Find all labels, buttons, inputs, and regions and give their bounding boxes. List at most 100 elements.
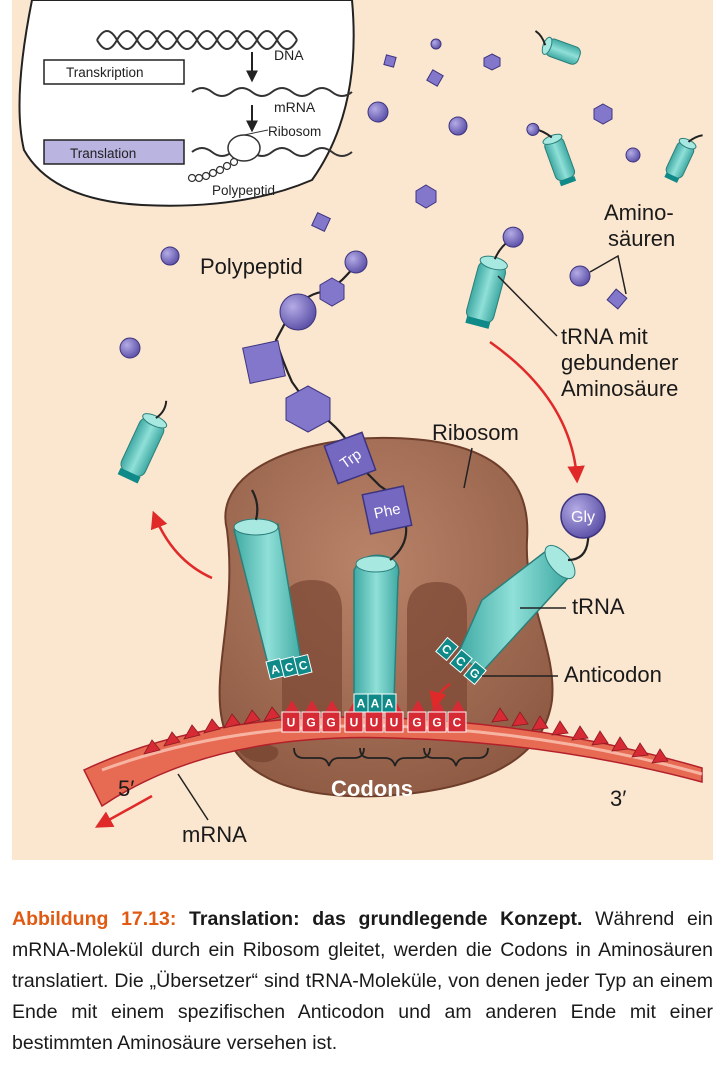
codon-base: U	[281, 711, 301, 733]
mrna-backbone-teeth	[143, 706, 669, 764]
amino-acid-hexagon	[593, 103, 613, 125]
inset-mrna-label: mRNA	[274, 99, 316, 115]
codon-base-letter: G	[306, 716, 315, 730]
anticodon-middle-base: A	[381, 693, 397, 713]
polypeptide-hexagon	[319, 277, 345, 307]
ribosome-leader	[463, 447, 473, 489]
gly-residue: Gly	[560, 493, 606, 539]
released-trna	[117, 400, 168, 484]
trna-with-amino-acid	[465, 226, 524, 329]
trna-a-site: CCG	[435, 517, 590, 686]
free-amino-acids	[119, 38, 641, 359]
anticodon-middle-base-letter: A	[371, 697, 380, 711]
mrna-leader	[177, 773, 209, 821]
figure-caption: Abbildung 17.13: Translation: das grundl…	[12, 904, 713, 1059]
anticodon-label: Anticodon	[564, 662, 662, 687]
translation-diagram: DNA Transkription mRNA Ribosom Translati…	[12, 0, 713, 860]
amino-acids-label-line2: säuren	[608, 226, 675, 251]
free-trna	[526, 122, 577, 187]
overview-inset: DNA Transkription mRNA Ribosom Translati…	[18, 0, 355, 207]
amino-acid-cube	[426, 69, 444, 87]
polypeptide-cube	[242, 340, 286, 384]
amino-acid-sphere	[160, 246, 180, 266]
inset-polypeptid-label: Polypeptid	[212, 183, 275, 198]
codon-base-letter: C	[453, 716, 462, 730]
trna-bound-leader	[497, 275, 558, 337]
gly-label: Gly	[571, 509, 595, 526]
trna-bound-label-line1: tRNA mit	[561, 324, 648, 349]
codon-base: G	[321, 711, 341, 733]
mrna-label: mRNA	[182, 822, 247, 847]
anticodon-left-base-letter: A	[269, 662, 281, 678]
polypeptide-sphere	[279, 293, 317, 331]
anticodon-left-base: C	[279, 655, 299, 679]
amino-acid-sphere	[367, 101, 389, 123]
amino-acids-label-line1: Amino-	[604, 200, 674, 225]
amino-acid-sphere	[430, 38, 442, 50]
trp-residue: Trp	[323, 431, 377, 485]
trna-exit-arrow	[150, 510, 213, 580]
codon-base-letter: U	[287, 716, 296, 730]
ribosome-label: Ribosom	[432, 420, 519, 445]
codon-base-letter: G	[412, 716, 421, 730]
free-trna	[664, 134, 703, 183]
trna-label: tRNA	[572, 594, 625, 619]
translocation-arrow	[429, 682, 451, 710]
mrna-direction-arrow	[94, 794, 153, 828]
anticodon-middle-base-letter: A	[357, 697, 366, 711]
codon-braces	[293, 747, 489, 767]
codon-base-letter: U	[390, 716, 399, 730]
caption-title: Translation: das grundlegende Konzept.	[189, 908, 583, 930]
codon-base: U	[384, 711, 404, 733]
codon-tooth	[325, 700, 339, 712]
phe-residue: Phe	[361, 485, 413, 535]
anticodon-middle-base-letter: A	[385, 697, 394, 711]
codon-tooth	[451, 700, 465, 712]
five-prime-label: 5′	[118, 776, 134, 801]
amino-acid-cube	[606, 288, 628, 310]
polypeptide-label: Polypeptid	[200, 254, 303, 279]
polypeptide-hexagon	[285, 385, 331, 433]
inset-ribosome	[227, 134, 261, 162]
anticodon-right-base: G	[463, 660, 487, 686]
trna-entry-arrow	[489, 340, 585, 484]
anticodon-middle-base: A	[353, 693, 369, 713]
amino-acid-sphere	[625, 147, 641, 163]
amino-acid-cube	[311, 212, 331, 232]
amino-acids-leader	[589, 254, 627, 295]
inset-polypeptide	[187, 157, 239, 183]
codon-base-letter: U	[370, 716, 379, 730]
amino-acid-sphere	[119, 337, 141, 359]
translation-figure: DNA Transkription mRNA Ribosom Translati…	[12, 0, 713, 860]
amino-acid-hexagon	[483, 53, 501, 71]
anticodon-right-base: C	[449, 648, 473, 674]
codon-base-letter: U	[350, 716, 359, 730]
codon-base: G	[301, 711, 321, 733]
polypeptide-chain: Trp Phe	[242, 250, 413, 535]
inset-translation-label: Translation	[70, 146, 136, 161]
codon-base: C	[447, 711, 467, 733]
codon-base: G	[407, 711, 427, 733]
anticodon-left-base: A	[265, 657, 285, 681]
transkription-box	[43, 59, 185, 85]
codon-tooth	[305, 700, 319, 712]
anticodon-middle-base: A	[367, 693, 383, 713]
anticodon-left-base-letter: C	[297, 658, 309, 674]
translation-box	[43, 139, 185, 165]
codon-base-letter: G	[432, 716, 441, 730]
caption-text: Während ein mRNA-Molekül durch ein Ribos…	[12, 908, 713, 1054]
free-trna	[534, 30, 581, 65]
amino-acid-sphere	[569, 265, 591, 287]
phe-label: Phe	[372, 500, 402, 522]
anticodon-right-base: C	[435, 636, 459, 662]
inset-transkription-label: Transkription	[66, 65, 144, 80]
codons-label: Codons	[331, 776, 413, 801]
ribosome-p-site	[282, 580, 342, 720]
trna-bound-label-line3: Aminosäure	[561, 376, 678, 401]
caption-number: Abbildung 17.13:	[12, 908, 177, 930]
codon-tooth	[411, 700, 425, 712]
codon-tooth	[285, 700, 299, 712]
trna-bound-label-line2: gebundener	[561, 350, 678, 375]
